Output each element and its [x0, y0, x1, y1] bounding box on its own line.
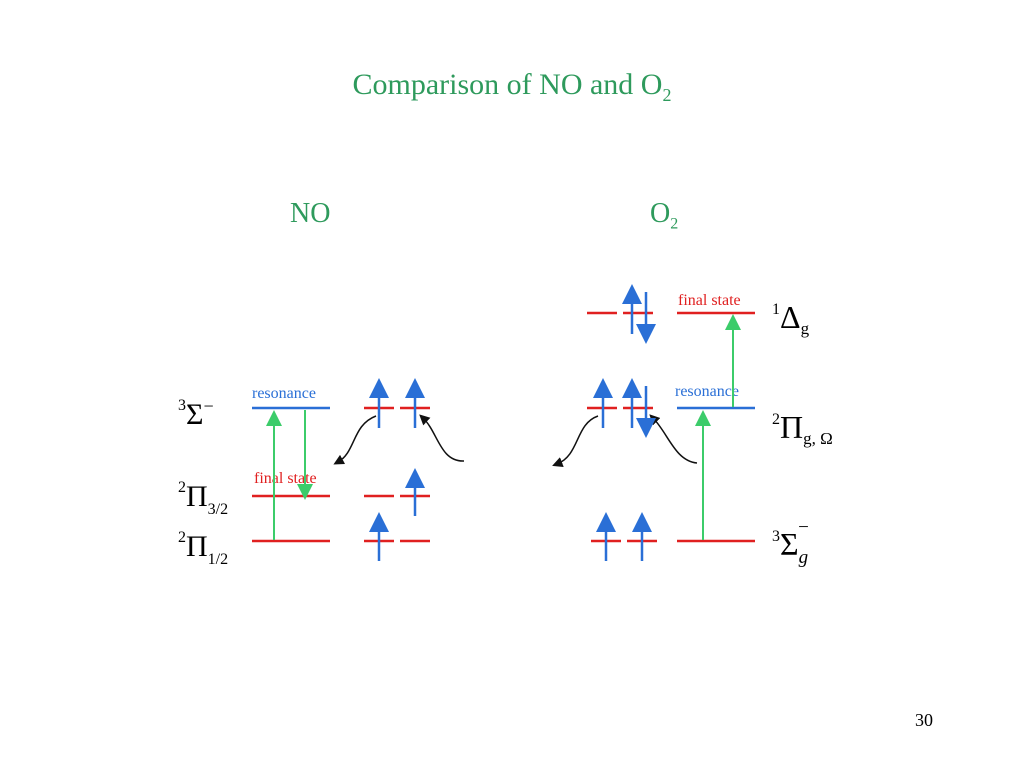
no-sigma-sup-right: −: [203, 396, 213, 416]
no-pi32-label: 2Π3/2: [178, 479, 228, 518]
o2-delta-sup: 1: [772, 301, 780, 318]
no-sigma-label: 3Σ−: [178, 396, 214, 431]
no-sigma-sup: 3: [178, 397, 186, 414]
no-curved-arrow-right: [419, 414, 465, 462]
o2-heading-subscript: 2: [670, 215, 679, 233]
no-column-heading: NO: [290, 198, 331, 229]
no-pi32-sup: 2: [178, 479, 186, 496]
o2-pi-sub: g, Ω: [803, 429, 833, 448]
o2-sigma-sup-right: −: [798, 517, 809, 538]
no-curved-arrow-left: [333, 415, 377, 465]
o2-delta-sub: g: [801, 319, 810, 338]
o2-pi-symbol: Π: [780, 409, 803, 445]
slide-title: Comparison of NO and O2: [352, 68, 672, 105]
o2-sigma-label: 3Σg −: [772, 517, 809, 568]
no-pi12-sup: 2: [178, 529, 186, 546]
o2-sigma-sub: g: [799, 547, 809, 568]
o2-pi-label: 2Πg, Ω: [772, 409, 833, 448]
o2-resonance-label: resonance: [675, 383, 739, 400]
o2-sigma-sup: 3: [772, 528, 780, 545]
no-pi12-symbol: Π: [186, 530, 208, 563]
o2-sigma-symbol: Σ: [780, 526, 799, 562]
o2-delta-label: 1Δg: [772, 299, 810, 338]
no-pi12-sub: 1/2: [208, 551, 228, 568]
page-number: 30: [915, 710, 933, 730]
no-resonance-label: resonance: [252, 385, 316, 402]
no-pi12-label: 2Π1/2: [178, 529, 228, 568]
o2-delta-symbol: Δ: [780, 299, 801, 335]
o2-column-heading: O2: [650, 198, 679, 233]
no-sigma-symbol: Σ: [186, 398, 203, 431]
slide-title-subscript: 2: [662, 85, 672, 105]
o2-curved-arrow-right: [649, 414, 698, 464]
no-pi32-sub: 3/2: [208, 501, 228, 518]
o2-final-state-label: final state: [678, 292, 741, 309]
o2-pi-sup: 2: [772, 411, 780, 428]
no-pi32-symbol: Π: [186, 480, 208, 513]
o2-curved-arrow-left: [552, 415, 599, 467]
no-final-state-label: final state: [254, 470, 317, 487]
